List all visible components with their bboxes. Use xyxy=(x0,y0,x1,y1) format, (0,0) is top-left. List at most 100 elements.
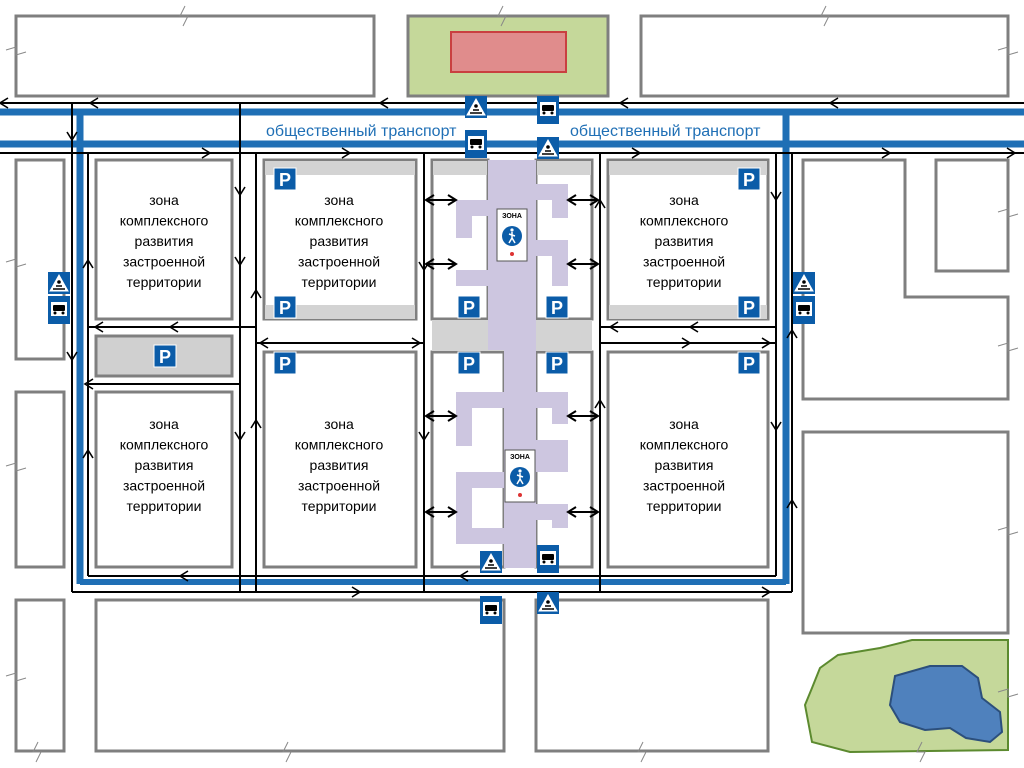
double-arrow xyxy=(566,194,600,206)
break-marks xyxy=(5,5,1019,763)
direction-arrow xyxy=(82,258,94,269)
direction-arrow xyxy=(411,337,422,349)
crosswalk-sign-icon xyxy=(465,96,487,118)
zone-label-line: комплексного xyxy=(120,213,209,229)
direction-arrow xyxy=(88,97,99,109)
parking-sign-icon: P xyxy=(737,167,761,191)
zone-label-line: территории xyxy=(127,274,202,290)
direction-arrow xyxy=(93,321,104,333)
direction-arrow xyxy=(250,288,262,299)
block-top-left xyxy=(14,14,376,98)
bus-stop-sign-icon xyxy=(465,130,487,158)
svg-text:P: P xyxy=(743,170,755,190)
zone-label-line: территории xyxy=(647,274,722,290)
parking-strip-4 xyxy=(537,161,591,175)
direction-arrow xyxy=(201,147,212,159)
parking-strip-6 xyxy=(609,305,767,319)
zone-label-line: зона xyxy=(324,192,354,208)
double-arrow xyxy=(424,194,458,206)
direction-arrow xyxy=(258,337,269,349)
block-bottom-left xyxy=(94,598,506,753)
zone-label-line: застроенной xyxy=(298,478,380,494)
bus-stop-signs xyxy=(48,96,815,624)
svg-text:P: P xyxy=(463,354,475,374)
direction-arrow xyxy=(234,256,246,267)
zone-block-6 xyxy=(606,350,770,569)
crosswalk-sign-icon xyxy=(480,551,502,573)
double-arrow xyxy=(424,410,458,422)
direction-arrow xyxy=(828,97,839,109)
block-bottom-center xyxy=(534,598,770,753)
bus-stop-sign-icon xyxy=(48,296,70,324)
zone-label-line: развития xyxy=(310,457,369,473)
direction-arrow xyxy=(83,378,94,390)
direction-arrow xyxy=(608,321,619,333)
pedestrian-zone-signs: ЗОНА ЗОНА xyxy=(496,208,536,503)
zone-label-line: застроенной xyxy=(643,254,725,270)
zone-label-line: зона xyxy=(149,192,179,208)
pt-label-bg-right xyxy=(566,119,770,139)
zone-label-line: застроенной xyxy=(298,254,380,270)
block-top-right xyxy=(639,14,1010,98)
zone-label-line: зона xyxy=(149,416,179,432)
zone-label-line: развития xyxy=(135,233,194,249)
direction-arrow xyxy=(786,498,798,509)
parking-strip-1 xyxy=(265,161,415,175)
crosswalk-sign-icon xyxy=(537,137,559,159)
svg-text:P: P xyxy=(279,170,291,190)
zone-label-line: комплексного xyxy=(295,213,384,229)
ped-block-top-right xyxy=(534,158,594,321)
zone-label-line: зона xyxy=(669,416,699,432)
ped-path-branch-6 xyxy=(456,472,504,544)
zone-label-line: комплексного xyxy=(120,437,209,453)
zone-label-line: застроенной xyxy=(123,478,205,494)
pedestrian-zone-sign-icon: ЗОНА xyxy=(504,449,536,503)
block-left-3 xyxy=(14,598,66,753)
pedestrian-zone-sign-icon: ЗОНА xyxy=(496,208,528,262)
zone-label-line: территории xyxy=(302,274,377,290)
svg-text:P: P xyxy=(743,298,755,318)
direction-arrow xyxy=(250,418,262,429)
zone-label-line: зона xyxy=(669,192,699,208)
direction-arrow xyxy=(770,191,782,202)
zone-label-line: развития xyxy=(655,457,714,473)
direction-arrow xyxy=(66,131,78,142)
ped-path-branch-3 xyxy=(536,184,568,218)
parking-strip-5 xyxy=(265,305,415,319)
direction-arrow xyxy=(66,351,78,362)
ped-block-top-left xyxy=(430,158,490,321)
crosswalk-sign-icon xyxy=(537,592,559,614)
direction-arrow xyxy=(594,398,606,409)
zone-label-line: развития xyxy=(135,457,194,473)
zone-label-line: комплексного xyxy=(640,213,729,229)
parking-sign-icon: P xyxy=(737,295,761,319)
block-right-l-shape xyxy=(801,158,1010,401)
direction-arrow xyxy=(770,421,782,432)
parking-strip-2 xyxy=(609,161,767,175)
direction-arrow xyxy=(688,321,699,333)
crosswalk-sign-icon xyxy=(48,272,70,294)
bus-stop-sign-icon xyxy=(793,296,815,324)
ped-path-branch-5 xyxy=(456,392,504,446)
pedestrian-access-arrows xyxy=(424,194,600,518)
double-arrow xyxy=(424,506,458,518)
direction-arrow xyxy=(178,570,189,582)
svg-text:P: P xyxy=(463,298,475,318)
parking-sign-icon: P xyxy=(153,344,177,368)
direction-arrow xyxy=(761,337,772,349)
central-district xyxy=(94,158,770,569)
svg-text:P: P xyxy=(159,347,171,367)
direction-arrow xyxy=(618,97,629,109)
building-top xyxy=(450,31,567,73)
direction-arrow xyxy=(0,97,9,109)
block-left-2 xyxy=(14,390,66,569)
ped-path-branch-1 xyxy=(456,200,488,238)
zone-label-line: развития xyxy=(310,233,369,249)
parking-sign-icon: P xyxy=(273,295,297,319)
pt-label-bg-left xyxy=(262,119,462,139)
zone-label-line: комплексного xyxy=(640,437,729,453)
direction-arrow xyxy=(458,570,469,582)
zone-label-line: развития xyxy=(655,233,714,249)
